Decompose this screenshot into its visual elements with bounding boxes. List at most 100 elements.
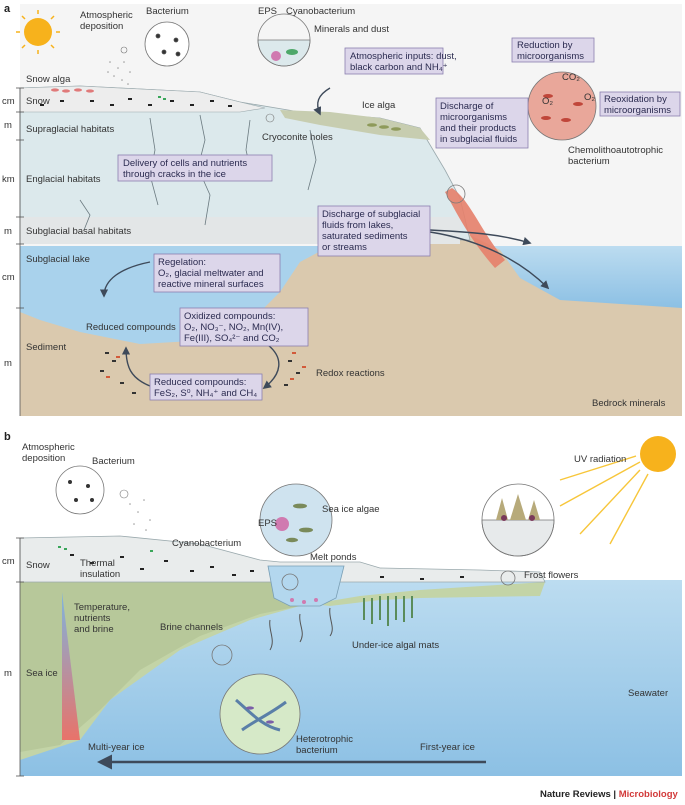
box-reg-3: reactive mineral surfaces	[158, 279, 264, 290]
box-dm-1: Discharge of	[440, 101, 494, 112]
unit-b-1: m	[4, 668, 12, 679]
label-snow-alga: Snow alga	[26, 74, 71, 85]
label-tnb-2: nutrients	[74, 613, 111, 624]
label-hetero-2: bacterium	[296, 745, 338, 756]
label-cyanobacterium-a: Cyanobacterium	[286, 6, 355, 17]
label-atm-deposition-1: Atmospheric	[80, 10, 133, 21]
unit-a-4: cm	[2, 272, 15, 283]
footer-credit: Nature Reviews | Microbiology	[540, 789, 679, 800]
snow-layer-b	[19, 535, 546, 583]
label-bacterium-b: Bacterium	[92, 456, 135, 467]
snow-cells	[40, 98, 232, 107]
bacterium-icon-b	[68, 480, 94, 502]
snow-cells-b	[70, 554, 464, 580]
panel-a-letter: a	[4, 3, 11, 15]
discharge-fluids-box	[317, 205, 431, 257]
label-englacial: Englacial habitats	[26, 174, 101, 185]
box-reduction-2: microorganisms	[517, 51, 584, 62]
label-eps-b: EPS	[258, 518, 277, 529]
label-sediment: Sediment	[26, 342, 66, 353]
label-redox: Redox reactions	[316, 368, 385, 379]
snow-layer	[19, 85, 266, 113]
unit-a-1: m	[4, 120, 12, 131]
panel-b: b cm m Atmospheric deposition Bacterium …	[2, 430, 682, 777]
label-cyanobacterium-b: Cyanobacterium	[172, 538, 241, 549]
label-thermal-2: insulation	[80, 569, 120, 580]
sediment-cells	[100, 352, 300, 394]
label-frost-flowers: Frost flowers	[524, 570, 579, 581]
box-dm-2: microorganisms	[440, 112, 507, 123]
scale-ticks-b	[16, 537, 24, 777]
box-reduction-1: Reduction by	[517, 40, 573, 51]
label-tnb-1: Temperature,	[74, 602, 130, 613]
cryoconite-hole-circle	[265, 113, 275, 123]
sea-ice-multiyear	[20, 580, 300, 752]
heterotrophic-bacteria	[246, 706, 274, 724]
panel-a: a cm m km m cm m Atmospheric deposition …	[2, 3, 682, 416]
reduction-box	[511, 37, 595, 63]
box-atm-1: Atmospheric inputs: dust,	[350, 51, 457, 62]
frost-flower-shapes	[496, 494, 540, 520]
label-o2-a1: O₂	[542, 96, 553, 107]
label-seawater: Seawater	[628, 688, 668, 699]
bacterium-zoom-b	[55, 465, 105, 515]
label-hetero-1: Heterotrophic	[296, 734, 353, 745]
label-thermal-1: Thermal	[80, 558, 115, 569]
reduced-box	[149, 373, 263, 401]
label-chemo-1: Chemolithoautotrophic	[568, 145, 663, 156]
discharge-arrow-2	[429, 231, 550, 290]
label-eps-a: EPS	[258, 6, 277, 17]
sediment-red-cells	[106, 352, 306, 380]
label-supraglacial: Supraglacial habitats	[26, 124, 114, 135]
brine-zoom-channels	[235, 698, 287, 732]
cyanobacteria-b	[58, 546, 153, 552]
brine-channel-lines	[269, 607, 333, 651]
reoxidation-box	[599, 91, 681, 117]
box-delivery-2: through cracks in the ice	[123, 169, 226, 180]
label-multi-year: Multi-year ice	[88, 742, 145, 753]
box-delivery-1: Delivery of cells and nutrients	[123, 158, 247, 169]
box-ox-3: Fe(III), SO₄²⁻ and CO₂	[184, 333, 280, 344]
label-bedrock: Bedrock minerals	[592, 398, 666, 409]
box-reox-1: Reoxidation by	[604, 94, 667, 105]
sediment-bedrock	[20, 235, 682, 416]
label-minerals-dust: Minerals and dust	[314, 24, 389, 35]
label-sea-ice-algae: Sea ice algae	[322, 504, 380, 515]
atm-inputs-box	[344, 47, 444, 75]
label-first-year: First-year ice	[420, 742, 475, 753]
box-ox-2: O₂, NO₃⁻, NO₂, Mn(IV),	[184, 322, 283, 333]
box-red-1: Reduced compounds:	[154, 377, 246, 388]
footer-separator: |	[611, 789, 619, 800]
deposition-circle-b	[119, 489, 129, 499]
label-atm-dep-b1: Atmospheric	[22, 442, 75, 453]
box-reox-2: microorganisms	[604, 105, 671, 116]
deposition-particles	[107, 61, 131, 85]
atm-input-arrow	[313, 87, 331, 116]
box-ox-1: Oxidized compounds:	[184, 311, 275, 322]
unit-a-3: m	[4, 226, 12, 237]
melt-pond	[267, 565, 345, 607]
box-df-3: saturated sediments	[322, 231, 408, 242]
discharge-arrow-1	[429, 229, 532, 246]
under-ice-algal-mats	[363, 596, 413, 626]
brine-zoom-circle	[219, 673, 301, 755]
discharge-zoom-circle	[446, 184, 466, 204]
unit-a-2: km	[2, 174, 15, 185]
label-chemo-2: bacterium	[568, 156, 610, 167]
label-under-ice: Under-ice algal mats	[352, 640, 439, 651]
oxidized-arrow	[262, 344, 280, 390]
bacterium-icon	[155, 33, 181, 57]
unit-b-0: cm	[2, 556, 15, 567]
regelation-arrow	[99, 261, 151, 298]
label-sea-ice: Sea ice	[26, 668, 58, 679]
snow-alga-cells	[51, 88, 94, 93]
box-atm-2: black carbon and NH₄⁺	[350, 62, 448, 73]
ice-alga-cells	[367, 123, 401, 131]
label-tnb-3: and brine	[74, 624, 114, 635]
brine-zoom-small	[211, 644, 233, 666]
sea-ice-algae-cells	[286, 503, 313, 543]
label-subglacial-basal: Subglacial basal habitats	[26, 226, 131, 237]
delivery-box	[117, 154, 273, 182]
label-snow-b: Snow	[26, 560, 50, 571]
label-o2-a2: O₂	[584, 92, 595, 103]
